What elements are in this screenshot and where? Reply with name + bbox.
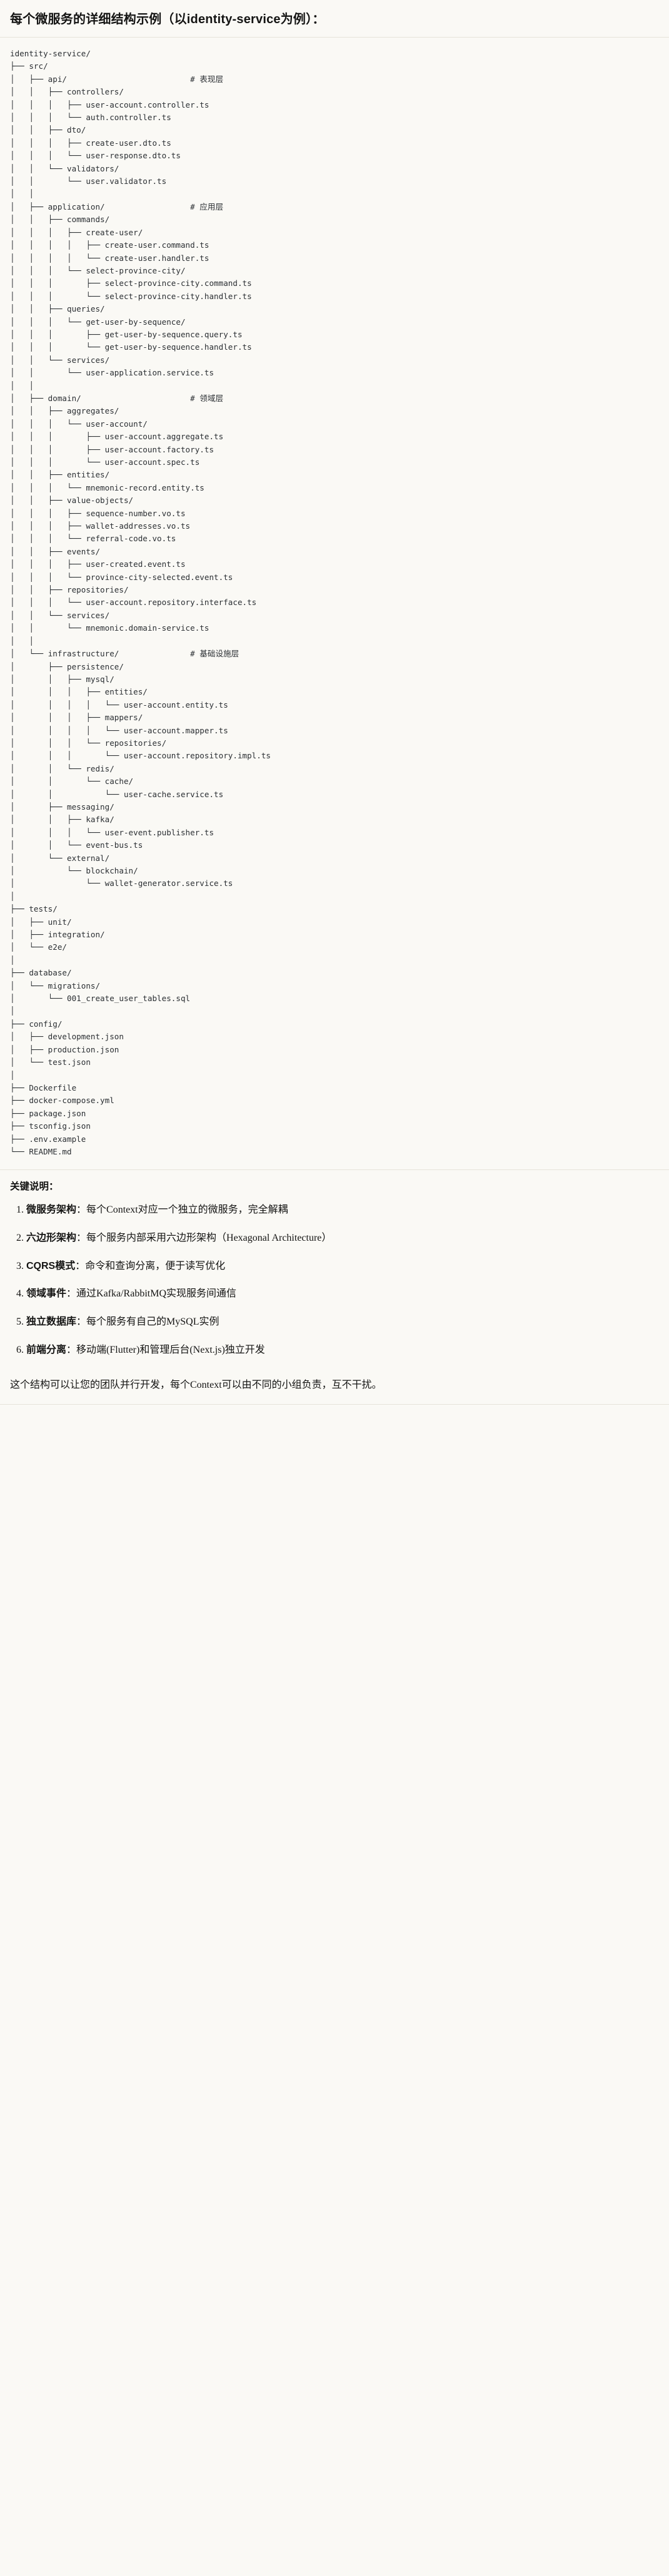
note-term: 独立数据库 bbox=[26, 1316, 77, 1328]
closing-paragraph: 这个结构可以让您的团队并行开发，每个Context可以由不同的小组负责，互不干扰… bbox=[10, 1379, 382, 1390]
list-item: 独立数据库：每个服务有自己的MySQL实例 bbox=[26, 1315, 659, 1330]
list-item: 前端分离：移动端(Flutter)和管理后台(Next.js)独立开发 bbox=[26, 1343, 659, 1358]
page-title: 每个微服务的详细结构示例（以identity-service为例）： bbox=[10, 13, 325, 26]
list-item: CQRS模式：命令和查询分离，便于读写优化 bbox=[26, 1259, 659, 1275]
list-item: 微服务架构：每个Context对应一个独立的微服务，完全解耦 bbox=[26, 1203, 659, 1218]
directory-tree: identity-service/ ├── src/ │ ├── api/ # … bbox=[10, 49, 271, 1156]
note-term: 微服务架构 bbox=[26, 1204, 77, 1216]
key-notes-section: 关键说明： 微服务架构：每个Context对应一个独立的微服务，完全解耦 六边形… bbox=[0, 1170, 669, 1363]
note-term: 领域事件 bbox=[26, 1288, 67, 1300]
directory-tree-code-block: identity-service/ ├── src/ │ ├── api/ # … bbox=[0, 38, 669, 1171]
note-term: 前端分离 bbox=[26, 1345, 67, 1356]
key-notes-title: 关键说明： bbox=[10, 1181, 59, 1193]
note-term: 六边形架构 bbox=[26, 1232, 77, 1243]
footer-divider bbox=[0, 1404, 669, 1405]
heading-section: 每个微服务的详细结构示例（以identity-service为例）： bbox=[0, 0, 669, 38]
tail-spacer bbox=[0, 1405, 669, 1411]
note-desc: ：每个服务有自己的MySQL实例 bbox=[76, 1316, 219, 1328]
key-notes-list: 微服务架构：每个Context对应一个独立的微服务，完全解耦 六边形架构：每个服… bbox=[10, 1203, 659, 1358]
note-term: CQRS模式 bbox=[26, 1260, 76, 1271]
list-item: 六边形架构：每个服务内部采用六边形架构（Hexagonal Architectu… bbox=[26, 1231, 659, 1246]
note-desc: ：命令和查询分离，便于读写优化 bbox=[75, 1260, 226, 1271]
list-item: 领域事件：通过Kafka/RabbitMQ实现服务间通信 bbox=[26, 1286, 659, 1302]
page-root: 每个微服务的详细结构示例（以identity-service为例）： ident… bbox=[0, 0, 669, 1411]
note-desc: ：移动端(Flutter)和管理后台(Next.js)独立开发 bbox=[66, 1345, 265, 1356]
closing-section: 这个结构可以让您的团队并行开发，每个Context可以由不同的小组负责，互不干扰… bbox=[0, 1363, 669, 1405]
note-desc: ：每个服务内部采用六边形架构（Hexagonal Architecture） bbox=[76, 1232, 332, 1243]
note-desc: ：通过Kafka/RabbitMQ实现服务间通信 bbox=[66, 1288, 236, 1300]
note-desc: ：每个Context对应一个独立的微服务，完全解耦 bbox=[76, 1204, 288, 1216]
